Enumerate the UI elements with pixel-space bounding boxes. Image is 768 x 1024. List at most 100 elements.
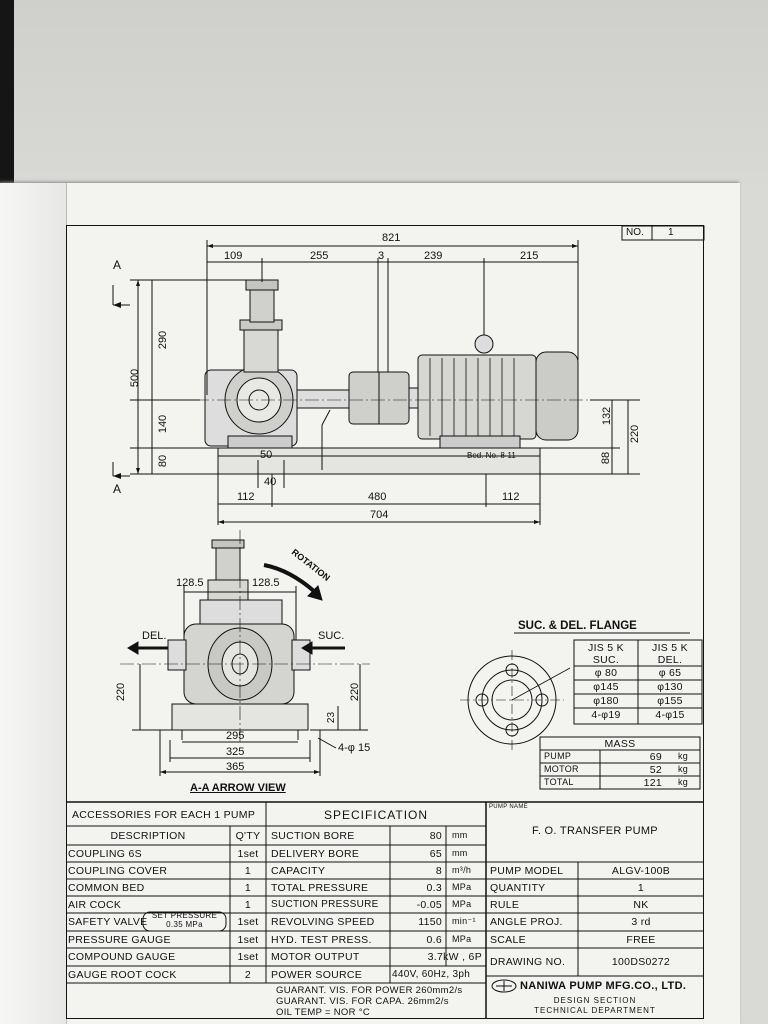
safety-valve-note: 0.35 MPa xyxy=(166,920,203,929)
spec-title: SPECIFICATION xyxy=(323,808,429,822)
spec-label: REVOLVING SPEED xyxy=(271,916,375,928)
accessory-qty: 1set xyxy=(237,951,259,963)
accessory-qty: 1 xyxy=(244,865,252,877)
spec-label: TOTAL PRESSURE xyxy=(271,882,369,894)
dim-220-right: 220 xyxy=(349,682,362,702)
background-wall xyxy=(0,0,768,185)
del-label: DEL. xyxy=(142,630,167,642)
pump-info-value: ALGV-100B xyxy=(611,865,671,877)
spec-label: HYD. TEST PRESS. xyxy=(271,934,372,946)
company-logo xyxy=(491,979,517,993)
pump-info-value: 3 rd xyxy=(631,916,651,928)
pump-info-value: FREE xyxy=(626,934,656,946)
accessory-description: SAFETY VALVE xyxy=(68,916,148,928)
accessories-title: ACCESSORIES FOR EACH 1 PUMP xyxy=(72,809,256,821)
dim-480: 480 xyxy=(368,491,387,503)
mass-value: 52 xyxy=(649,764,662,776)
mass-label: PUMP xyxy=(544,751,572,761)
flange-cell: 4-φ19 xyxy=(591,709,621,721)
dim-109: 109 xyxy=(224,250,243,262)
accessory-description: COMMON BED xyxy=(68,882,145,894)
dim-132: 132 xyxy=(601,406,614,426)
flange-cell: φ130 xyxy=(657,681,683,693)
spec-note: GUARANT. VIS. FOR POWER 260mm2/s xyxy=(276,985,463,996)
dim-overall: 821 xyxy=(382,232,401,244)
flange-cell: φ 80 xyxy=(594,667,618,679)
dim-239: 239 xyxy=(424,250,443,262)
spec-unit: MPa xyxy=(452,899,472,909)
spec-value: 440V, 60Hz, 3ph xyxy=(392,969,471,980)
drawing-border xyxy=(66,225,704,1019)
dim-704: 704 xyxy=(370,509,389,521)
flange-cell: φ 65 xyxy=(658,667,682,679)
dim-80: 80 xyxy=(157,454,170,468)
dim-128-right: 128.5 xyxy=(252,577,280,589)
flange-subheader-1: SUC. xyxy=(592,654,620,666)
spec-label: CAPACITY xyxy=(271,865,326,877)
spec-unit: mm xyxy=(452,848,468,858)
bed-number: Bed. No. 8-11 xyxy=(467,451,516,460)
pump-name-label: PUMP NAME xyxy=(489,804,528,810)
spec-value: 0.3 xyxy=(426,882,442,894)
section-a-top: A xyxy=(113,258,122,272)
pump-info-label: QUANTITY xyxy=(490,882,546,894)
spec-label: SUCTION BORE xyxy=(271,830,355,842)
dim-140: 140 xyxy=(157,414,170,434)
dim-128-left: 128.5 xyxy=(176,577,204,589)
arrow-view-title: A-A ARROW VIEW xyxy=(190,782,286,794)
spec-value: 1150 xyxy=(418,916,442,928)
accessory-description: AIR COCK xyxy=(68,899,122,911)
pump-info-label: SCALE xyxy=(490,934,526,946)
spec-note: OIL TEMP = NOR °C xyxy=(276,1007,370,1018)
spec-unit: mm xyxy=(452,830,468,840)
mass-unit: kg xyxy=(678,777,689,787)
pump-info-label: DRAWING NO. xyxy=(490,956,566,968)
mass-label: TOTAL xyxy=(544,777,574,787)
dim-220: 220 xyxy=(629,424,642,444)
accessory-qty: 1 xyxy=(244,882,252,894)
spec-unit: MPa xyxy=(452,934,472,944)
dim-112-left: 112 xyxy=(237,491,255,503)
hole-callout: 4-φ 15 xyxy=(338,742,371,754)
dim-365: 365 xyxy=(226,761,245,773)
dim-215: 215 xyxy=(520,250,539,262)
accessory-qty: 2 xyxy=(244,969,252,981)
suc-label: SUC. xyxy=(318,630,345,642)
mass-value: 121 xyxy=(643,777,662,789)
spec-label: SUCTION PRESSURE xyxy=(271,899,379,910)
background-right xyxy=(738,183,768,1024)
accessory-description: GAUGE ROOT COCK xyxy=(68,969,177,981)
dim-88: 88 xyxy=(600,451,613,465)
flange-cell: φ155 xyxy=(657,695,683,707)
pump-info-label: ANGLE PROJ. xyxy=(490,916,563,928)
mass-unit: kg xyxy=(678,751,689,761)
dim-40: 40 xyxy=(264,476,277,488)
accessory-description: COUPLING 6S xyxy=(68,848,142,860)
spec-value: 65 xyxy=(429,848,442,860)
spec-value: 0.6 xyxy=(426,934,442,946)
dim-500: 500 xyxy=(129,368,142,388)
accessory-description: COMPOUND GAUGE xyxy=(68,951,176,963)
spec-unit: m³/h xyxy=(452,865,472,875)
spec-value: 8 xyxy=(435,865,442,877)
safety-valve-note: SET PRESSURE xyxy=(151,911,218,920)
spec-label: MOTOR OUTPUT xyxy=(271,951,360,963)
spec-value: -0.05 xyxy=(416,899,442,911)
spec-label: POWER SOURCE xyxy=(271,969,363,981)
spec-unit: min⁻¹ xyxy=(452,916,476,926)
pump-info-value: NK xyxy=(633,899,649,911)
mass-title: MASS xyxy=(604,738,636,750)
spec-note: GUARANT. VIS. FOR CAPA. 26mm2/s xyxy=(276,996,449,1007)
sheet-no-value: 1 xyxy=(668,227,674,238)
drawing-sheet xyxy=(0,183,740,1024)
flange-title: SUC. & DEL. FLANGE xyxy=(518,620,637,632)
spec-value: 3.7kW , 6P xyxy=(427,951,482,963)
pump-info-label: RULE xyxy=(490,899,520,911)
spec-label: DELIVERY BORE xyxy=(271,848,360,860)
flange-header-1: JIS 5 K xyxy=(588,642,624,654)
sheet-no-label: NO. xyxy=(626,227,644,238)
accessories-header-qty: Q'TY xyxy=(235,830,261,842)
dim-112-right: 112 xyxy=(502,491,520,503)
dim-3: 3 xyxy=(378,250,385,262)
accessory-qty: 1set xyxy=(237,916,259,928)
